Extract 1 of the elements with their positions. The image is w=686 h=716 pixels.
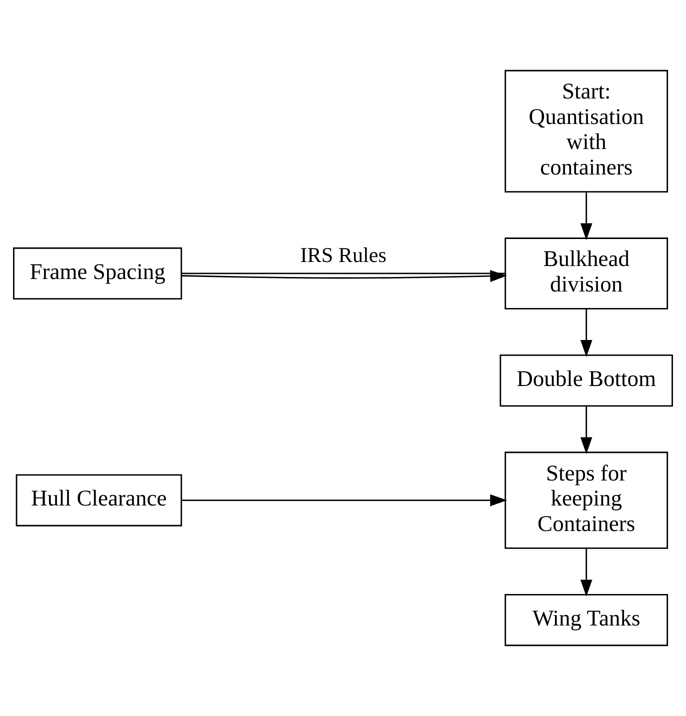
edge-label: IRS Rules — [300, 243, 386, 268]
